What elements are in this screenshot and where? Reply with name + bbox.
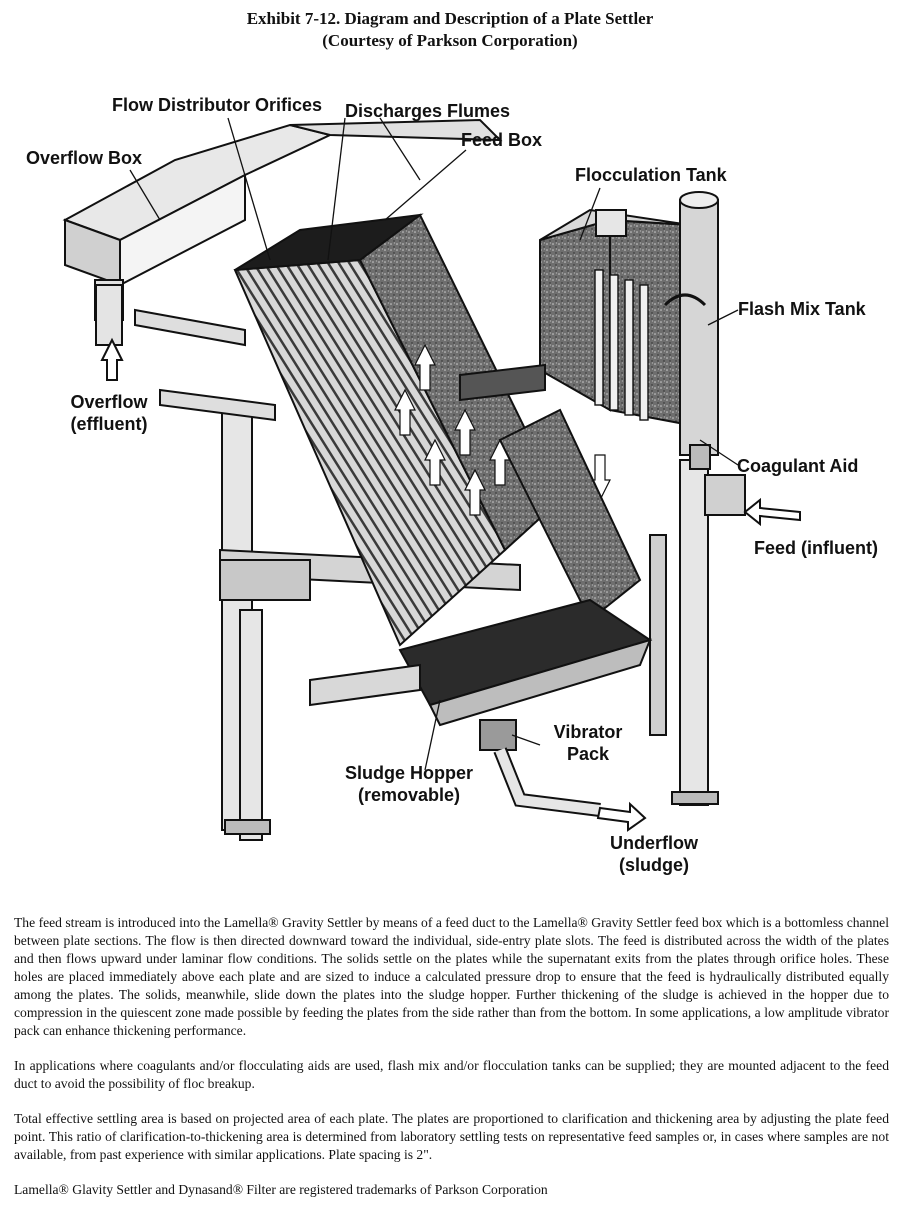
label-overflow-effluent: Overflow (effluent) (62, 391, 156, 435)
label-feed-influent: Feed (influent) (754, 538, 878, 558)
leader-lines (129, 117, 739, 771)
label-discharges-flumes: Discharges Flumes (345, 101, 511, 121)
vibrator-line-1: Vibrator (553, 722, 623, 742)
flocculation-tank (459, 208, 691, 427)
label-feed-box: Feed Box (461, 130, 543, 150)
label-overflow-box: Overflow Box (26, 148, 143, 168)
underflow-line-1: Underflow (610, 833, 698, 853)
vibrator-line-2: Pack (566, 744, 610, 764)
overflow-outlet (95, 284, 124, 381)
title-line-1: Exhibit 7-12. Diagram and Description of… (246, 9, 654, 28)
label-flocculation-tank: Flocculation Tank (575, 165, 727, 185)
plate-settler-diagram: Flow Distributor Orifices Discharges Flu… (0, 80, 900, 900)
sludge-hopper (309, 598, 653, 817)
overflow-box-trough (62, 118, 503, 422)
label-flow-distributor-orifices: Flow Distributor Orifices (112, 95, 323, 115)
label-underflow-sludge: Underflow (sludge) (602, 832, 706, 876)
title-line-2: (Courtesy of Parkson Corporation) (322, 31, 578, 50)
paragraph-feed-stream: The feed stream is introduced into the L… (14, 915, 889, 1038)
sludge-line-2: (removable) (357, 785, 461, 805)
overflow-line-2: (effluent) (70, 414, 148, 434)
label-vibrator-pack: Vibrator Pack (548, 721, 628, 765)
underflow-arrow (596, 801, 647, 832)
underflow-line-2: (sludge) (619, 855, 689, 875)
label-coagulant-aid: Coagulant Aid (737, 456, 859, 476)
exhibit-title: Exhibit 7-12. Diagram and Description of… (0, 8, 900, 52)
paragraph-coagulants: In applications where coagulants and/or … (14, 1058, 889, 1091)
rear-panel (498, 408, 642, 622)
description-text: The feed stream is introduced into the L… (14, 914, 889, 1216)
plate-settler-illustration (62, 117, 801, 841)
feed-pipe (704, 474, 801, 527)
label-flash-mix-tank: Flash Mix Tank (738, 299, 866, 319)
trademark-note: Lamella® Glavity Settler and Dynasand® F… (14, 1182, 548, 1197)
sludge-line-1: Sludge Hopper (344, 763, 473, 783)
overflow-line-1: Overflow (70, 392, 148, 412)
paragraph-settling-area: Total effective settling area is based o… (14, 1111, 889, 1162)
label-sludge-hopper: Sludge Hopper (removable) (336, 762, 482, 806)
flash-mix-tank (663, 191, 719, 470)
